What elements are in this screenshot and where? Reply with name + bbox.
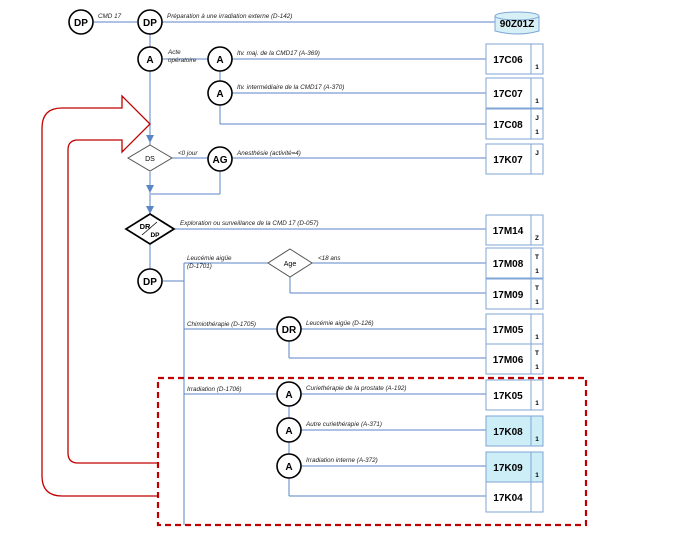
ag-node: AG [207,146,233,172]
svg-text:DP: DP [150,232,160,239]
acte-item-2-node: A [207,80,233,106]
svg-text:T: T [535,350,539,357]
svg-text:17C06: 17C06 [493,55,523,66]
svg-text:DP: DP [143,18,157,29]
acte-node: A [137,46,163,72]
start-label: CMD 17 [98,13,122,20]
code-box-17k07: 17K07 J [485,143,544,175]
svg-text:DS: DS [145,156,155,163]
code-box-17m06: 17M06 T 1 [485,343,544,375]
age-condition: <18 ans [318,255,341,262]
loop-back-arrow [41,94,158,497]
svg-text:17C08: 17C08 [493,120,523,131]
code-box-17k09: 17K09 1 [485,451,544,483]
prep-label: Préparation à une irradiation externe (D… [167,13,292,20]
svg-text:17M05: 17M05 [493,325,524,336]
svg-text:17M06: 17M06 [493,355,524,366]
chimio-label: Chimiothérapie (D-1705) [187,321,256,328]
acte-item-1-label: Itv. maj. de la CMD17 (A-369) [237,50,320,57]
svg-text:1: 1 [535,364,539,371]
code-box-17m14: 17M14 Z [485,214,544,246]
svg-text:A: A [285,426,292,437]
svg-text:90Z01Z: 90Z01Z [500,19,534,30]
connector-lines [94,21,495,525]
irradiation-highlight-frame [156,376,588,527]
drdp-label: Exploration ou surveillance de la CMD 17… [180,220,319,227]
svg-text:A: A [146,55,153,66]
svg-text:17K09: 17K09 [493,463,523,474]
acte-label-line1: Acte [167,49,181,56]
svg-text:1: 1 [535,299,539,306]
svg-text:1: 1 [535,64,539,71]
code-box-17c07: 17C07 1 [485,77,544,109]
svg-text:17K08: 17K08 [493,427,523,438]
prep-result-database: 90Z01Z [494,11,540,35]
code-box-17c08: 17C08 J 1 [485,108,544,140]
svg-text:DR: DR [140,222,151,231]
dp-node: DP [137,268,163,294]
svg-text:J: J [535,150,539,157]
svg-text:17K05: 17K05 [493,391,523,402]
svg-text:17M08: 17M08 [493,259,524,270]
svg-text:A: A [285,462,292,473]
svg-text:Age: Age [284,261,297,268]
svg-text:1: 1 [535,400,539,407]
svg-text:1: 1 [535,334,539,341]
prep-node: DP [137,9,163,35]
code-box-17k04: 17K04 [485,481,544,513]
svg-text:AG: AG [213,155,228,166]
irradiation-item-3-node: A [276,453,302,479]
acte-label-line2: opératoire [168,57,197,64]
svg-text:DP: DP [74,18,88,29]
leucemie-label-line2: (D-1701) [187,263,212,270]
svg-text:17M14: 17M14 [493,226,524,237]
svg-text:J: J [535,115,539,122]
chimio-dr-label: Leucémie aigüe (D-126) [306,320,374,327]
irradiation-label: Irradiation (D-1706) [187,386,242,393]
svg-text:Z: Z [535,235,539,242]
code-box-17k08: 17K08 1 [485,415,544,447]
svg-text:17K04: 17K04 [493,493,523,504]
svg-text:T: T [535,285,539,292]
code-box-17c06: 17C06 1 [485,43,544,75]
svg-text:1: 1 [535,268,539,275]
irradiation-item-3-label: Irradiation interne (A-372) [306,457,378,464]
svg-text:T: T [535,254,539,261]
svg-text:DR: DR [282,325,297,336]
svg-text:1: 1 [535,472,539,479]
svg-text:17K07: 17K07 [493,155,523,166]
ds-condition: <0 jour [178,150,198,157]
code-box-17m05: 17M05 1 [485,313,544,345]
start-node: DP [68,9,94,35]
svg-text:17M09: 17M09 [493,290,524,301]
svg-text:A: A [216,55,223,66]
acte-item-1-node: A [207,46,233,72]
acte-item-2-label: Itv. intermédiaire de la CMD17 (A-370) [237,84,344,91]
ds-decision: DS [127,144,173,172]
ag-label: Anesthésie (activité=4) [236,150,301,157]
drdp-decision: DR DP [124,212,176,246]
irradiation-item-1-label: Curiethérapie de la prostate (A-192) [306,385,406,392]
code-box-17m08: 17M08 T 1 [485,247,544,279]
svg-text:A: A [285,390,292,401]
svg-text:17C07: 17C07 [493,89,523,100]
chimio-dr-node: DR [276,316,302,342]
svg-text:1: 1 [535,98,539,105]
irradiation-item-1-node: A [276,381,302,407]
code-box-17m09: 17M09 T 1 [485,278,544,310]
irradiation-item-2-node: A [276,417,302,443]
svg-text:DP: DP [143,277,157,288]
code-box-17k05: 17K05 1 [485,379,544,411]
irradiation-item-2-label: Autre curiethérapie (A-371) [305,421,382,428]
svg-text:A: A [216,89,223,100]
svg-text:1: 1 [535,436,539,443]
age-decision: Age [267,248,313,278]
leucemie-label-line1: Leucémie aigüe [187,255,232,262]
svg-text:1: 1 [535,129,539,136]
